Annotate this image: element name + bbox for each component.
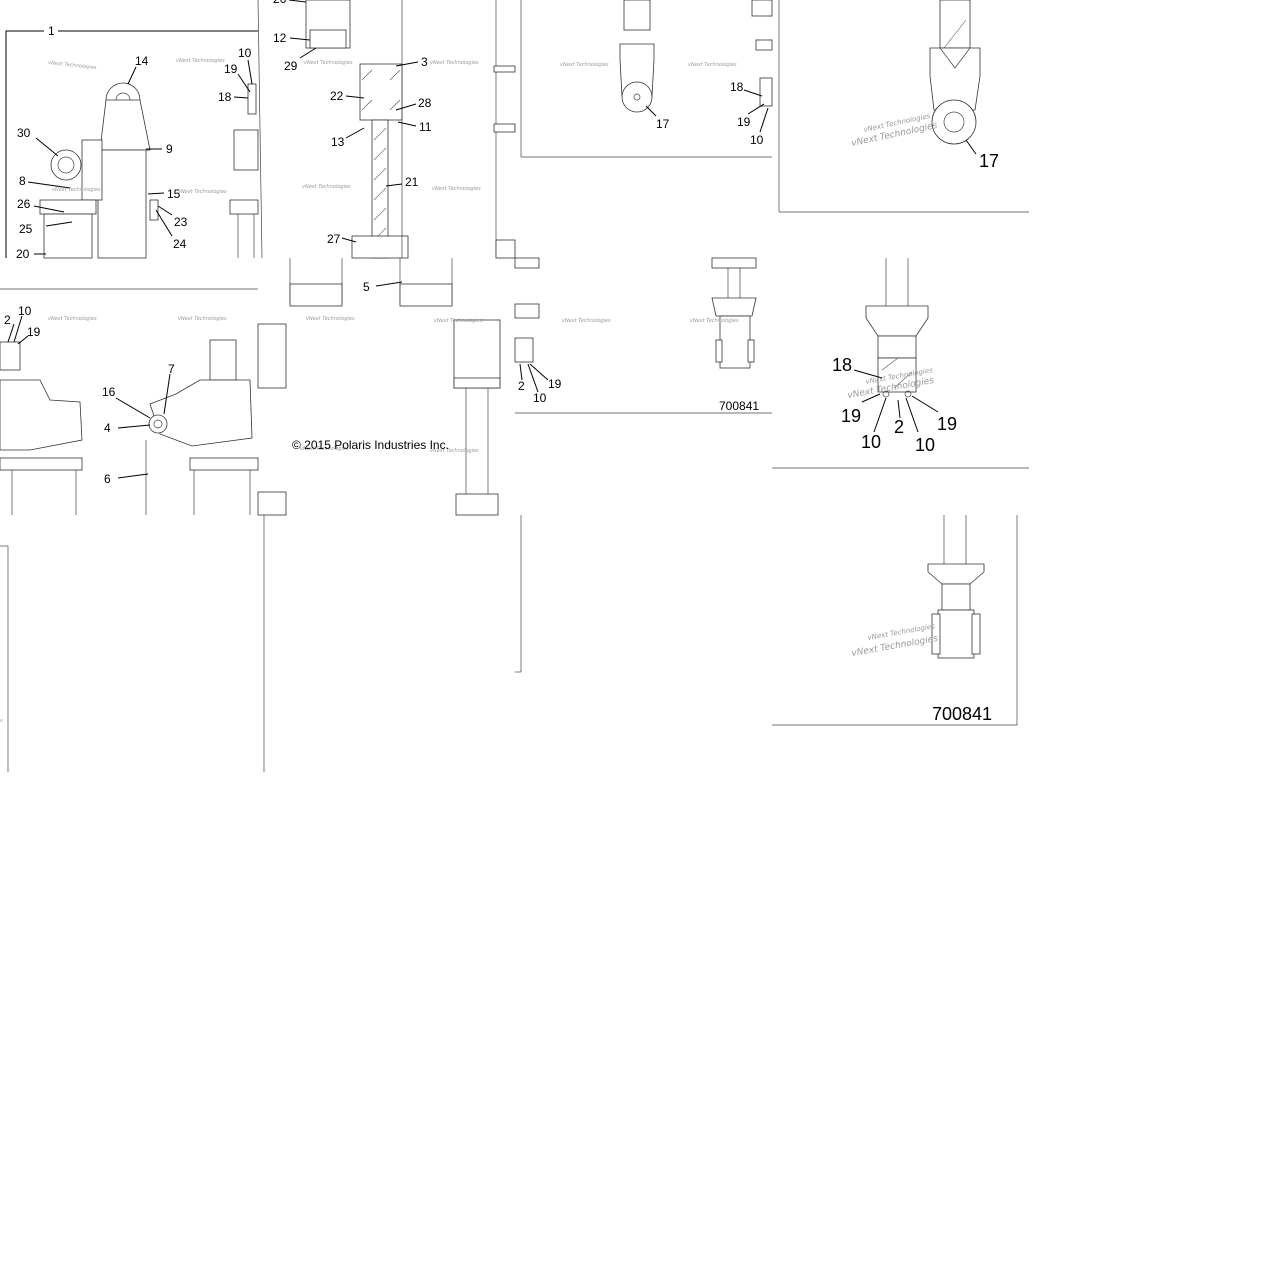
callout-7: 7	[168, 362, 175, 376]
svg-text:vNext Technologies: vNext Technologies	[690, 318, 739, 324]
callout-27: 27	[327, 232, 341, 246]
callout-15: 15	[167, 187, 181, 201]
callout-4: 4	[104, 421, 111, 435]
svg-text:vNext Technologies: vNext Technologies	[430, 60, 479, 66]
callout-2: 2	[894, 417, 904, 437]
callout-5: 5	[363, 280, 370, 294]
tile-middle-right-mid: vNext Technologies vNext Technologies	[514, 257, 772, 414]
callout-21: 21	[405, 175, 419, 189]
callout-16: 16	[102, 385, 116, 399]
callout-19: 19	[27, 325, 41, 339]
callout-28: 28	[418, 96, 432, 110]
diagram-number: 700841	[719, 399, 759, 413]
callout-18: 18	[730, 80, 744, 94]
svg-text:vNext Technologies: vNext Technologies	[430, 448, 479, 454]
tile-top-right-mid: vNext Technologies vNext Technologies	[520, 0, 773, 158]
svg-text:vNext Technologies: vNext Technologies	[306, 316, 355, 322]
copyright-text: © 2015 Polaris Industries Inc.	[292, 438, 449, 452]
svg-text:vNext Technologies: vNext Technologies	[300, 446, 349, 452]
callout-17: 17	[656, 117, 670, 131]
tile-bottom-left: v	[0, 545, 9, 772]
svg-text:vNext Technologies: vNext Technologies	[178, 316, 227, 322]
tile-top-right: vNext Technologies vNext Technologies	[778, 0, 1029, 213]
svg-text:vNext Technologies: vNext Technologies	[304, 60, 353, 66]
callout-10: 10	[750, 133, 764, 147]
callout-20: 20	[16, 247, 30, 261]
callout-12: 12	[273, 31, 287, 45]
tile-middle-right: vNext Technologies vNext Technologies	[772, 258, 1029, 469]
svg-text:vNext Technologies: vNext Technologies	[688, 62, 737, 68]
callout-labels-large: 17 18 19 10 2 10 19	[832, 151, 999, 455]
callout-30: 30	[17, 126, 31, 140]
callout-26: 26	[17, 197, 31, 211]
callout-25: 25	[19, 222, 33, 236]
svg-text:vNext Technologies: vNext Technologies	[432, 186, 481, 192]
callout-29: 29	[284, 59, 298, 73]
callout-13: 13	[331, 135, 345, 149]
svg-text:vNext Technologies: vNext Technologies	[562, 318, 611, 324]
callout-19: 19	[841, 406, 861, 426]
svg-text:vNext Technologies: vNext Technologies	[560, 62, 609, 68]
callout-9: 9	[166, 142, 173, 156]
callout-8: 8	[19, 174, 26, 188]
callout-18: 18	[218, 90, 232, 104]
tile-middle-left: vNext Technologies vNext Technologies	[0, 288, 259, 515]
callout-labels: 1 14 10 19 18 30 9 8 15 26 23 25 24 20 2…	[4, 0, 764, 486]
callout-19: 19	[548, 377, 562, 391]
callout-24: 24	[173, 237, 187, 251]
svg-text:vNext Technologies: vNext Technologies	[178, 189, 227, 195]
callout-23: 23	[174, 215, 188, 229]
callout-10: 10	[861, 432, 881, 452]
tile-top-left: vNext Technologies vNext Technologies vN…	[5, 30, 259, 259]
svg-text:vNext Technologies: vNext Technologies	[302, 184, 351, 190]
svg-text:vNext Technologies: vNext Technologies	[48, 316, 97, 322]
callout-19: 19	[937, 414, 957, 434]
callout-10: 10	[533, 391, 547, 405]
callout-22: 22	[330, 89, 344, 103]
tile-middle-middle: vNext Technologies vNext Technologies vN…	[257, 258, 501, 516]
callout-10: 10	[18, 304, 32, 318]
callout-10: 10	[238, 46, 252, 60]
callout-14: 14	[135, 54, 149, 68]
svg-text:vNext Technologies: vNext Technologies	[52, 187, 101, 193]
svg-text:v: v	[0, 718, 4, 724]
callout-26-top: 26	[273, 0, 287, 6]
callout-2: 2	[4, 313, 11, 327]
callout-1: 1	[48, 24, 55, 38]
callout-6: 6	[104, 472, 111, 486]
tile-top-middle: vNext Technologies vNext Technologies vN…	[257, 0, 516, 259]
tile-bottom-right: vNext Technologies vNext Technologies	[772, 515, 1018, 726]
svg-text:vNext Technologies: vNext Technologies	[176, 58, 225, 64]
callout-11: 11	[419, 120, 432, 134]
callout-19: 19	[737, 115, 751, 129]
diagram-number: 700841	[932, 704, 992, 724]
callout-17: 17	[979, 151, 999, 171]
svg-text:vNext Technologies: vNext Technologies	[48, 60, 97, 71]
tile-bottom-middle	[263, 515, 522, 772]
callout-10: 10	[915, 435, 935, 455]
callout-3: 3	[421, 55, 428, 69]
callout-19: 19	[224, 62, 238, 76]
callout-2: 2	[518, 379, 525, 393]
svg-text:vNext Technologies: vNext Technologies	[434, 318, 483, 324]
svg-text:vNext Technologies: vNext Technologies	[851, 634, 939, 659]
callout-18: 18	[832, 355, 852, 375]
